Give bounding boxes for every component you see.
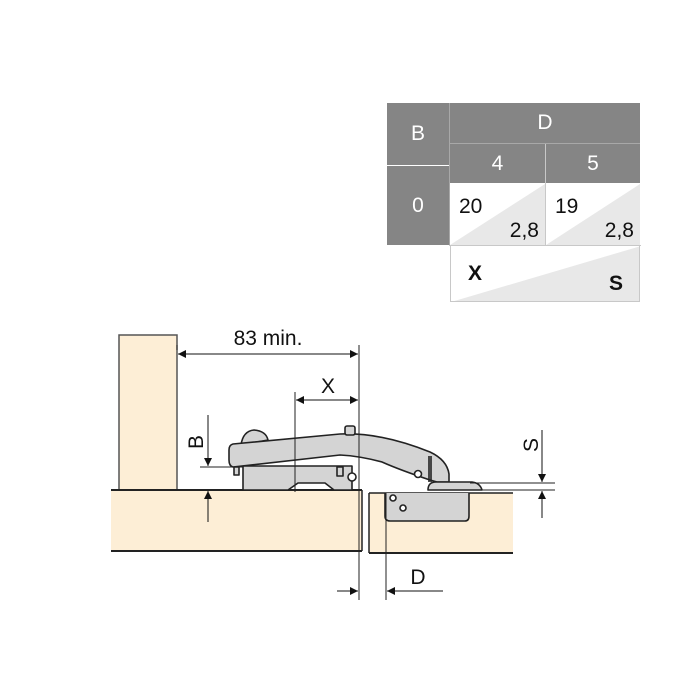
legend-s: S — [608, 272, 623, 295]
cabinet-side-panel — [118, 334, 178, 492]
dimension-s-label: S — [520, 438, 543, 452]
table-cell-d5: 19 2,8 — [546, 184, 640, 245]
table-header-b: B — [387, 103, 449, 165]
dimension-x: X — [296, 375, 358, 404]
dimension-b: B — [185, 415, 212, 522]
legend-x: X — [468, 262, 483, 285]
cell-x-value: 20 — [459, 195, 483, 218]
dimension-d-label: D — [410, 566, 425, 589]
legend-diagonal-shade — [454, 246, 639, 301]
reference-lines — [176, 345, 555, 600]
header-divider — [450, 143, 640, 144]
table-header-d: D — [450, 103, 640, 143]
table-header-d-4: 4 — [450, 144, 545, 183]
header-b-label: B — [410, 122, 425, 145]
cabinet-board — [111, 489, 363, 552]
table-legend: X S — [450, 246, 640, 302]
table-header-d-5: 5 — [546, 144, 640, 183]
cell-diagonal-shade — [450, 184, 545, 245]
dimension-s: S — [520, 430, 546, 518]
cell-diagonal-shade — [546, 184, 640, 245]
row-divider — [449, 245, 641, 246]
dimension-b-label: B — [185, 435, 208, 449]
b-value-label: 0 — [412, 193, 424, 217]
header-d-label: D — [537, 111, 553, 134]
dimension-x-label: X — [321, 375, 335, 398]
cell-x-value: 19 — [555, 195, 579, 218]
table-row-b-value: 0 — [387, 166, 449, 245]
dimension-83-min: 83 min. — [178, 327, 358, 358]
d-value-5: 5 — [587, 151, 599, 175]
d-value-4: 4 — [491, 151, 504, 175]
cell-s-value: 2,8 — [604, 219, 634, 242]
column-divider — [545, 144, 546, 245]
hinge-arm — [228, 425, 483, 522]
b-column-divider — [449, 103, 450, 245]
table-cell-d4: 20 2,8 — [450, 184, 545, 245]
dimension-83-label: 83 min. — [234, 327, 303, 350]
dimension-d: D — [337, 566, 443, 595]
cell-s-value: 2,8 — [509, 219, 539, 242]
